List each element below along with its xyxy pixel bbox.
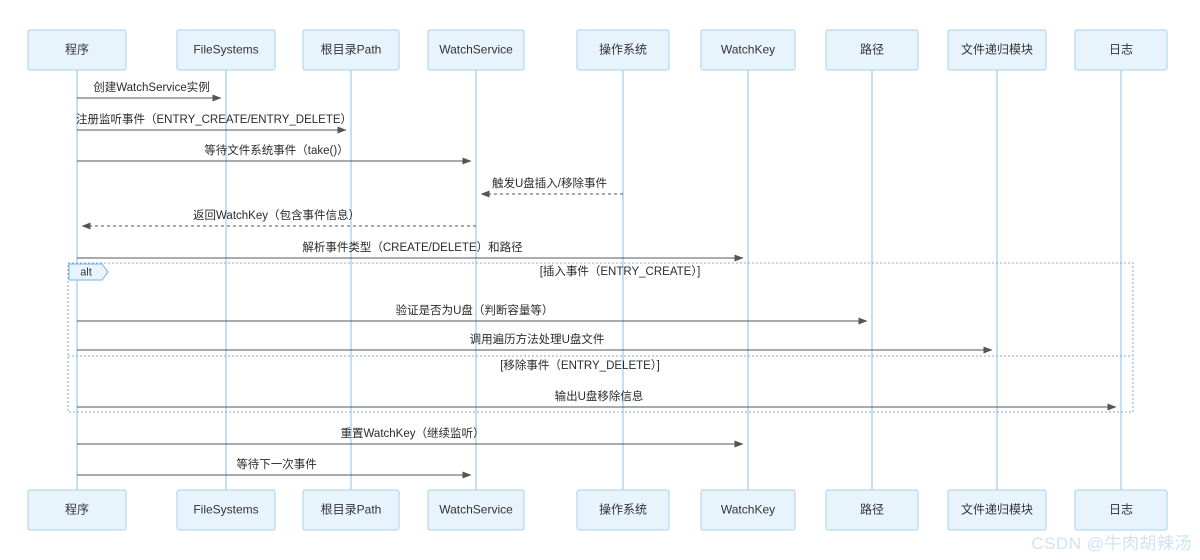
- message-label-m9: 输出U盘移除信息: [555, 389, 644, 403]
- actor-path-bottom[interactable]: 路径: [825, 489, 919, 531]
- actor-box-program-bottom[interactable]: [27, 489, 127, 531]
- actor-box-filerecur-top[interactable]: [947, 29, 1047, 71]
- actor-label-filesystems-top: FileSystems: [193, 43, 258, 57]
- alt-fragment-tab: [68, 263, 109, 281]
- actor-watchkey-top[interactable]: WatchKey: [700, 29, 796, 71]
- watermark: CSDN @牛肉胡辣汤: [1031, 534, 1192, 553]
- actor-label-program-top: 程序: [65, 42, 89, 57]
- actor-box-watchservice-bottom[interactable]: [427, 489, 525, 531]
- actor-log-bottom[interactable]: 日志: [1074, 489, 1168, 531]
- actor-box-os-top[interactable]: [576, 29, 670, 71]
- actor-label-filerecur-top: 文件递归模块: [961, 42, 1033, 57]
- actor-box-log-bottom[interactable]: [1074, 489, 1168, 531]
- actor-box-log-top[interactable]: [1074, 29, 1168, 71]
- actor-label-watchkey-top: WatchKey: [721, 43, 775, 57]
- actor-program-bottom[interactable]: 程序: [27, 489, 127, 531]
- actor-label-watchkey-bottom: WatchKey: [721, 503, 775, 517]
- alt-fragment-box: [67, 262, 1134, 413]
- actor-label-os-bottom: 操作系统: [599, 502, 647, 517]
- actor-box-os-bottom[interactable]: [576, 489, 670, 531]
- message-label-m4: 触发U盘插入/移除事件: [492, 176, 607, 190]
- message-label-m7: 验证是否为U盘（判断容量等）: [396, 303, 554, 317]
- message-label-m11: 等待下一次事件: [236, 457, 317, 471]
- actor-box-watchservice-top[interactable]: [427, 29, 525, 71]
- actor-os-bottom[interactable]: 操作系统: [576, 489, 670, 531]
- actor-label-filesystems-bottom: FileSystems: [193, 503, 258, 517]
- actor-watchservice-top[interactable]: WatchService: [427, 29, 525, 71]
- actor-label-program-bottom: 程序: [65, 502, 89, 517]
- actor-box-filesystems-top[interactable]: [176, 29, 276, 71]
- actor-box-path-bottom[interactable]: [825, 489, 919, 531]
- actor-path-top[interactable]: 路径: [825, 29, 919, 71]
- message-label-m2: 注册监听事件（ENTRY_CREATE/ENTRY_DELETE）: [76, 112, 352, 126]
- message-label-m5: 返回WatchKey（包含事件信息）: [193, 208, 360, 222]
- actor-box-rootpath-bottom[interactable]: [302, 489, 400, 531]
- actor-log-top[interactable]: 日志: [1074, 29, 1168, 71]
- message-label-m8: 调用遍历方法处理U盘文件: [470, 332, 605, 346]
- message-label-m6: 解析事件类型（CREATE/DELETE）和路径: [302, 240, 522, 254]
- actor-label-log-top: 日志: [1109, 43, 1133, 57]
- actor-label-rootpath-top: 根目录Path: [321, 43, 382, 57]
- message-label-m1: 创建WatchService实例: [93, 80, 210, 94]
- actor-box-filesystems-bottom[interactable]: [176, 489, 276, 531]
- alt-fragment-condition-cond2: [移除事件（ENTRY_DELETE）]: [500, 358, 660, 372]
- alt-fragment-condition-cond1: [插入事件（ENTRY_CREATE）]: [540, 264, 701, 278]
- actor-box-path-top[interactable]: [825, 29, 919, 71]
- actors-layer: 程序程序FileSystemsFileSystems根目录Path根目录Path…: [27, 29, 1168, 531]
- actor-watchkey-bottom[interactable]: WatchKey: [700, 489, 796, 531]
- actor-box-program-top[interactable]: [27, 29, 127, 71]
- actor-label-path-bottom: 路径: [860, 502, 884, 517]
- actor-filesystems-top[interactable]: FileSystems: [176, 29, 276, 71]
- alt-fragment-operator-label: alt: [80, 266, 92, 278]
- actor-label-os-top: 操作系统: [599, 42, 647, 57]
- messages-layer: 创建WatchService实例注册监听事件（ENTRY_CREATE/ENTR…: [76, 80, 1117, 479]
- actor-label-watchservice-top: WatchService: [439, 43, 513, 57]
- actor-box-watchkey-top[interactable]: [700, 29, 796, 71]
- message-label-m3: 等待文件系统事件（take()）: [204, 143, 348, 157]
- actor-rootpath-bottom[interactable]: 根目录Path: [302, 489, 400, 531]
- actor-label-filerecur-bottom: 文件递归模块: [961, 502, 1033, 517]
- actor-program-top[interactable]: 程序: [27, 29, 127, 71]
- actor-label-rootpath-bottom: 根目录Path: [321, 503, 382, 517]
- actor-label-log-bottom: 日志: [1109, 503, 1133, 517]
- actor-box-filerecur-bottom[interactable]: [947, 489, 1047, 531]
- actor-watchservice-bottom[interactable]: WatchService: [427, 489, 525, 531]
- lifelines-layer: [76, 70, 1122, 490]
- message-label-m10: 重置WatchKey（继续监听）: [341, 426, 485, 440]
- actor-label-path-top: 路径: [860, 42, 884, 57]
- actor-box-rootpath-top[interactable]: [302, 29, 400, 71]
- actor-label-watchservice-bottom: WatchService: [439, 503, 513, 517]
- actor-os-top[interactable]: 操作系统: [576, 29, 670, 71]
- fragment-layer: alt [插入事件（ENTRY_CREATE）] [移除事件（ENTRY_DELET…: [67, 262, 1134, 413]
- actor-rootpath-top[interactable]: 根目录Path: [302, 29, 400, 71]
- actor-filerecur-bottom[interactable]: 文件递归模块: [947, 489, 1047, 531]
- actor-box-watchkey-bottom[interactable]: [700, 489, 796, 531]
- actor-filerecur-top[interactable]: 文件递归模块: [947, 29, 1047, 71]
- actor-filesystems-bottom[interactable]: FileSystems: [176, 489, 276, 531]
